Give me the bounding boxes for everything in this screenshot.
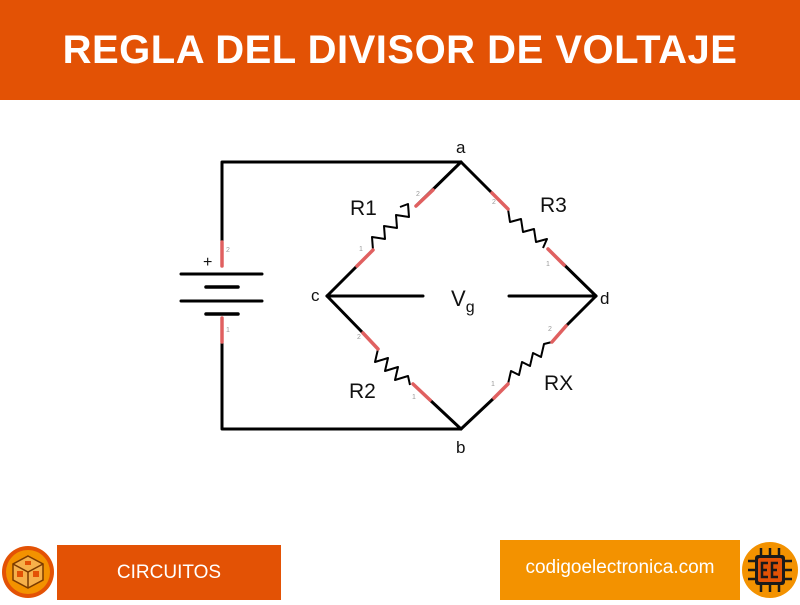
- resistor-rx-label: RX: [544, 372, 573, 395]
- r2-terminal-1: [411, 382, 432, 402]
- rx-pin-1-label: 1: [491, 381, 495, 388]
- rx-pin-2-label: 2: [548, 326, 552, 333]
- node-a-label: a: [456, 138, 466, 157]
- galvanometer-label-base: V: [451, 286, 466, 311]
- galvanometer-label-subscript: g: [466, 299, 475, 316]
- resistor-r2-zigzag: [374, 348, 411, 386]
- resistor-r1-label: R1: [350, 197, 377, 220]
- r3-terminal-2: [490, 191, 510, 211]
- wire-a-r3: [459, 160, 494, 195]
- galvanometer-label: Vg: [451, 286, 475, 316]
- rx-terminal-1: [492, 382, 510, 400]
- category-link[interactable]: CIRCUITOS: [116, 562, 222, 583]
- site-link[interactable]: codigoelectronica.com: [525, 557, 715, 578]
- wire-r1-c: [325, 264, 359, 298]
- resistor-r3-zigzag: [507, 208, 548, 249]
- node-d-label: d: [600, 289, 609, 308]
- page-title: REGLA DEL DIVISOR DE VOLTAJE: [62, 28, 738, 72]
- r1-terminal-1: [355, 248, 375, 268]
- r2-pin-1-label: 1: [412, 394, 416, 401]
- category-box: [57, 545, 281, 600]
- node-b-label: b: [456, 438, 465, 457]
- battery-plus-sign: +: [203, 254, 212, 271]
- header-bar: [0, 0, 800, 100]
- r2-terminal-2: [361, 331, 380, 351]
- chip-cube-logo-icon: [0, 543, 57, 600]
- r3-pin-1-label: 1: [546, 261, 550, 268]
- rx-terminal-2: [550, 324, 568, 344]
- resistor-rx-zigzag: [507, 341, 553, 385]
- wire-d-rx: [564, 294, 598, 328]
- node-c-label: c: [311, 286, 320, 305]
- resistor-r2-label: R2: [349, 380, 376, 403]
- wire-bottom: [220, 316, 463, 431]
- wire-r2-b: [428, 398, 463, 431]
- r1-terminal-2: [414, 188, 435, 208]
- battery-pin-1-label: 1: [226, 327, 230, 334]
- resistor-r1-zigzag: [371, 203, 410, 251]
- resistor-r3-label: R3: [540, 194, 567, 217]
- wire-top: [220, 160, 463, 244]
- r1-pin-2-label: 2: [416, 191, 420, 198]
- wheatstone-bridge-diagram: 1 2 2 1 2 1 1 2 2 1 a b c d R1 R3 R2 RX …: [179, 138, 609, 457]
- battery-pin-2-label: 2: [226, 247, 230, 254]
- site-box: [500, 540, 740, 600]
- ce-chip-logo-icon: [740, 540, 800, 600]
- r2-pin-2-label: 2: [357, 334, 361, 341]
- wire-c-r2: [325, 294, 365, 335]
- r3-pin-2-label: 2: [492, 199, 496, 206]
- r1-pin-1-label: 1: [359, 246, 363, 253]
- r3-terminal-1: [546, 247, 566, 267]
- wire-rx-b: [459, 396, 496, 431]
